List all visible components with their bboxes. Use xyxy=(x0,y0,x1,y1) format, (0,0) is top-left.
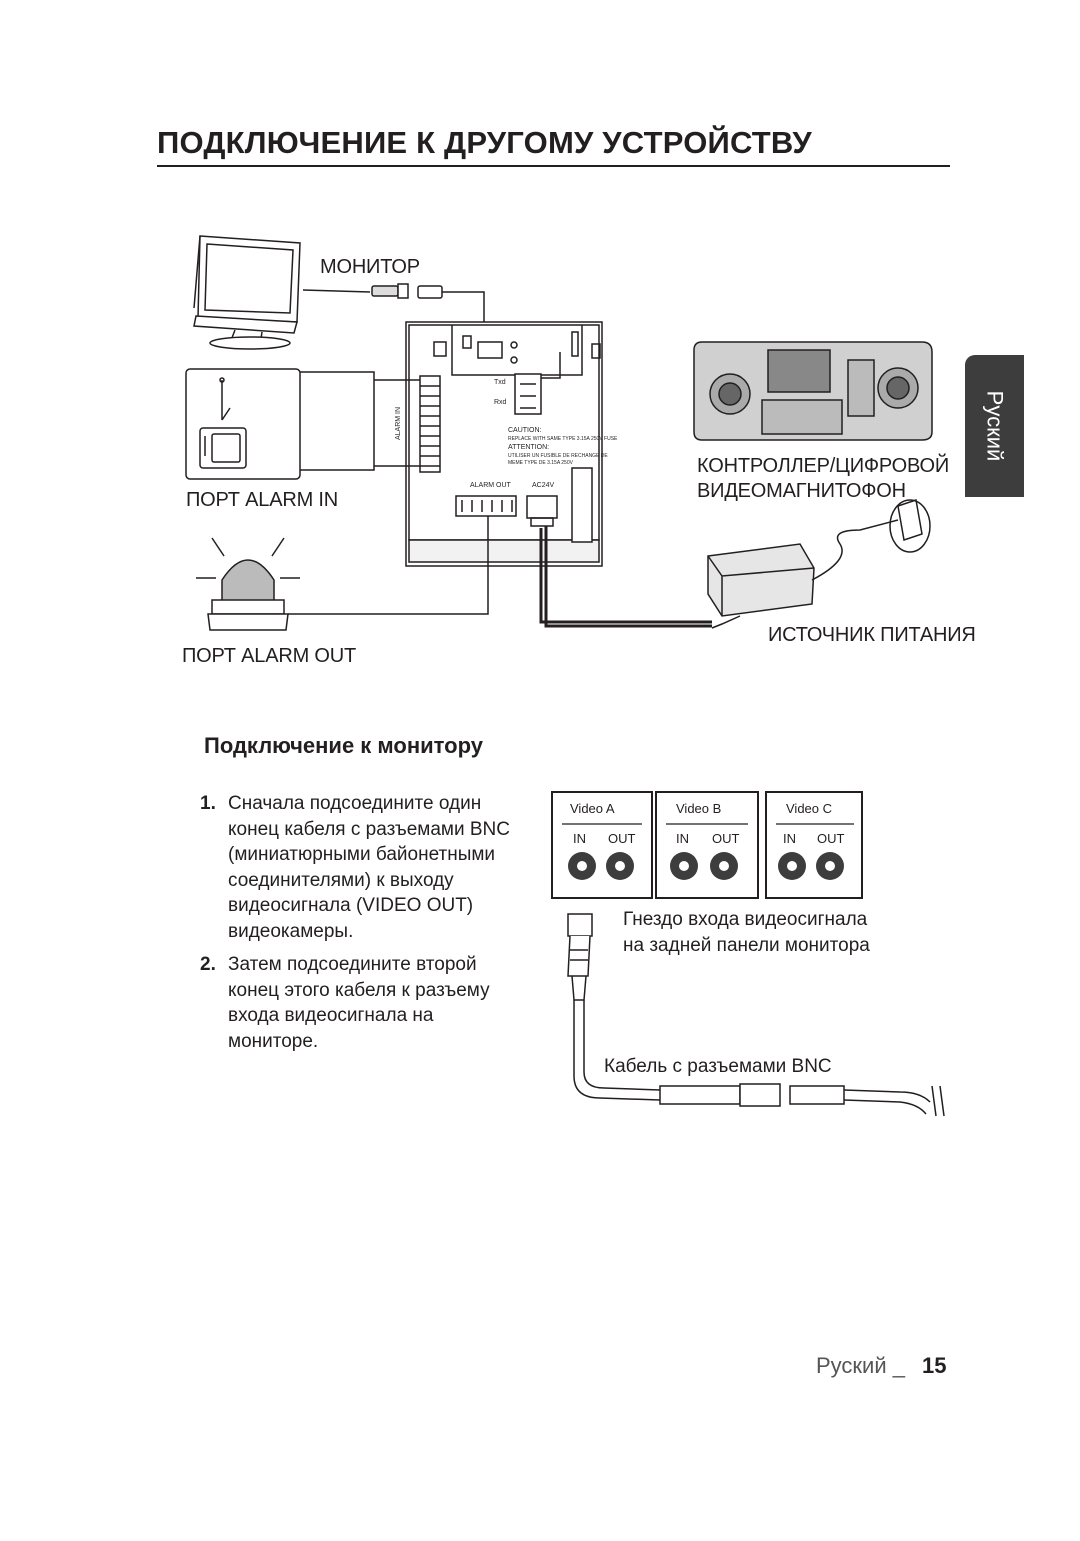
board-icon xyxy=(405,321,603,567)
step-line: конец кабеля с разъемами BNC xyxy=(228,818,511,840)
step-line: (миниатюрными байонетными xyxy=(228,844,496,865)
controller-label-line1: КОНТРОЛЛЕР/ЦИФРОВОЙ xyxy=(697,455,950,477)
video-a-in-label: IN xyxy=(573,831,586,846)
footer-language: Руский _ xyxy=(816,1353,905,1378)
step-item: 2. Затем подсоедините второй конец этого… xyxy=(200,952,520,1054)
step-number: 1. xyxy=(200,793,216,814)
language-side-tab: Руский xyxy=(965,355,1024,497)
board-ac24v-label: AC24V xyxy=(532,482,555,489)
monitor-icon xyxy=(193,235,301,350)
monitor-label: МОНИТОР xyxy=(320,256,420,278)
board-caution-label: CAUTION: xyxy=(508,427,542,434)
board-alarm-in-label: ALARM IN xyxy=(395,407,402,440)
step-line: мониторе. xyxy=(228,1030,319,1052)
board-caution-text: REPLACE WITH SAME TYPE 3.15A 250V FUSE xyxy=(508,436,618,442)
video-b-in-label: IN xyxy=(676,831,689,846)
bnc-cable-icon xyxy=(567,913,945,1117)
alarm-beacon-icon xyxy=(196,537,300,631)
section-heading: Подключение к монитору xyxy=(204,733,483,758)
monitor-input-caption-1: Гнездо входа видеосигнала xyxy=(623,909,868,930)
page-number: 15 xyxy=(922,1353,947,1378)
step-line: Затем подсоедините второй xyxy=(228,954,477,975)
title-divider xyxy=(157,165,950,167)
power-supply-label: ИСТОЧНИК ПИТАНИЯ xyxy=(768,624,976,646)
board-txd-label: Txd xyxy=(494,379,506,386)
controller-label-line2: ВИДЕОМАГНИТОФОН xyxy=(697,480,906,502)
step-line: конец этого кабеля к разъему xyxy=(228,979,490,1001)
alarm-sensor-icon xyxy=(185,368,301,480)
board-attention-label: ATTENTION: xyxy=(508,444,549,451)
video-a-out-label: OUT xyxy=(608,831,636,846)
step-number: 2. xyxy=(200,954,216,975)
step-line: видеокамеры. xyxy=(228,920,354,942)
bnc-cable-caption: Кабель с разъемами BNC xyxy=(604,1056,832,1077)
alarm-out-label: ПОРТ ALARM OUT xyxy=(182,645,357,667)
steps-list: 1. Сначала подсоедините один конец кабел… xyxy=(200,791,520,1062)
connection-diagram: Txd Rxd ALARM IN CAUTION: REPLACE WITH S… xyxy=(185,235,933,631)
video-panel-diagram: Video A IN OUT Video B IN OUT Video C IN… xyxy=(551,791,945,1117)
video-a-label: Video A xyxy=(570,801,615,816)
video-c-in-label: IN xyxy=(783,831,796,846)
step-line: видеосигнала (VIDEO OUT) xyxy=(228,895,474,916)
step-item: 1. Сначала подсоедините один конец кабел… xyxy=(200,791,520,944)
video-c-label: Video C xyxy=(786,801,832,816)
video-c-out-label: OUT xyxy=(817,831,845,846)
step-line: соединителями) к выходу xyxy=(228,869,454,891)
video-in-out-jacks xyxy=(568,852,844,880)
video-b-out-label: OUT xyxy=(712,831,740,846)
board-alarm-out-label: ALARM OUT xyxy=(470,482,512,489)
step-line: входа видеосигнала на xyxy=(228,1005,434,1026)
board-attention-text-1: UTILISER UN FUSIBLE DE RECHANGE DE xyxy=(508,453,608,459)
step-line: Сначала подсоедините один xyxy=(228,793,482,814)
power-adapter-icon xyxy=(707,499,931,629)
board-attention-text-2: MEME TYPE DE 3.15A 250V xyxy=(508,460,574,466)
monitor-input-caption-2: на задней панели монитора xyxy=(623,935,870,956)
controller-icon xyxy=(693,341,933,441)
page-title: ПОДКЛЮЧЕНИЕ К ДРУГОМУ УСТРОЙСТВУ xyxy=(157,125,812,160)
board-rxd-label: Rxd xyxy=(494,399,507,406)
video-b-label: Video B xyxy=(676,801,721,816)
alarm-in-label: ПОРТ ALARM IN xyxy=(186,489,339,511)
